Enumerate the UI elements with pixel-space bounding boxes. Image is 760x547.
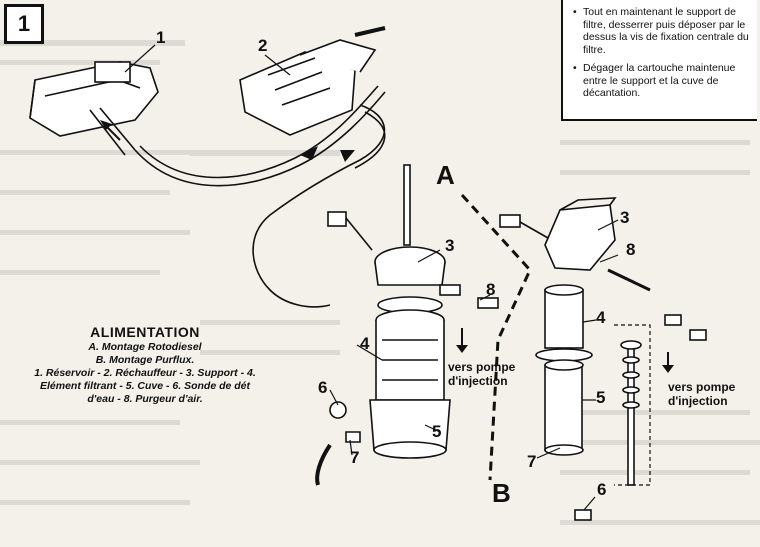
part-number-a7: 7 — [350, 448, 360, 467]
part-number-b5: 5 — [596, 388, 606, 407]
instruction-notes: Tout en maintenant le support de filtre,… — [561, 0, 757, 121]
flow-arrowhead-b — [662, 365, 674, 373]
figure-number: 1 — [4, 4, 44, 44]
leader-lines — [124, 44, 619, 511]
part-number-b4: 4 — [596, 308, 606, 327]
part-number-b3: 3 — [620, 208, 630, 227]
part-number-b7: 7 — [527, 452, 537, 471]
part-number-b8: 8 — [626, 240, 636, 259]
flow-arrowhead-hose1 — [300, 146, 318, 160]
variant-divider — [460, 193, 532, 481]
rechauffeur-drawing — [239, 26, 386, 136]
part-number-b6: 6 — [597, 480, 607, 499]
variant-label-a: A — [436, 160, 455, 190]
part-number-a8: 8 — [486, 280, 496, 299]
legend-line-b: B. Montage Purflux. — [95, 354, 195, 366]
flow-label-a: vers pompe d'injection — [448, 360, 516, 388]
note-2: Dégager la cartouche maintenue entre le … — [573, 62, 753, 100]
flow-arrowhead-tank — [100, 120, 112, 130]
flow-arrowhead-a — [456, 345, 468, 353]
filter-a-drawing — [315, 164, 499, 486]
part-number-a3: 3 — [445, 236, 455, 255]
flow-label-b: vers pompe d'injection — [668, 380, 736, 408]
variant-label-b: B — [492, 478, 511, 508]
part-number-a4: 4 — [360, 334, 370, 353]
flow-arrowhead-hose2 — [340, 150, 355, 162]
legend: ALIMENTATION A. Montage Rotodiesel B. Mo… — [30, 324, 260, 406]
background-print — [0, 40, 760, 525]
part-number-a6: 6 — [318, 378, 328, 397]
part-number-1: 1 — [156, 28, 166, 47]
filter-b-drawing — [499, 197, 707, 521]
fuel-hoses — [134, 85, 386, 308]
reservoir-drawing — [29, 61, 159, 156]
part-number-2: 2 — [258, 36, 268, 55]
legend-title: ALIMENTATION — [90, 324, 200, 340]
legend-items: 1. Réservoir - 2. Réchauffeur - 3. Suppo… — [34, 367, 256, 405]
legend-line-a: A. Montage Rotodiesel — [88, 341, 202, 353]
dashed-assembly-guide-b — [614, 324, 651, 486]
note-1: Tout en maintenant le support de filtre,… — [573, 6, 753, 56]
part-number-a5: 5 — [432, 422, 442, 441]
